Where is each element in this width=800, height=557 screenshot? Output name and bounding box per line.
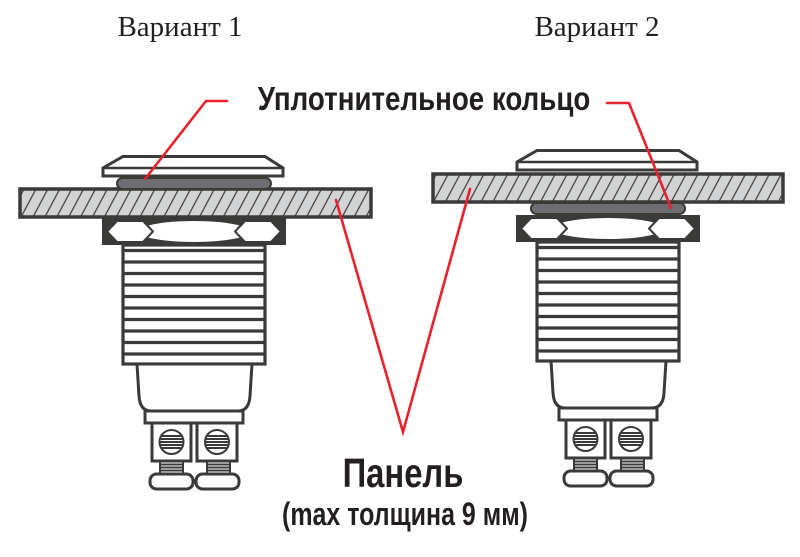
variant1-button-body <box>100 216 288 491</box>
sealing-ring-label: Уплотнительное кольцо <box>257 80 591 117</box>
panel-leader-v <box>334 187 472 437</box>
variant2-button-cap <box>515 149 699 172</box>
variant2-drawing <box>431 149 785 488</box>
variant1-drawing <box>18 155 373 491</box>
variant1-button-cap <box>101 155 285 178</box>
panel-label: Панель <box>342 450 464 496</box>
sealing-ring-leader-right <box>605 101 673 210</box>
panel-thickness-note: (max толщина 9 мм) <box>282 496 528 532</box>
variant1-sealing-ring <box>116 177 272 190</box>
variant2-panel <box>431 172 785 204</box>
sealing-ring-leader-left <box>143 99 229 181</box>
variant1-panel <box>18 187 373 219</box>
variant2-sealing-ring <box>530 202 686 215</box>
variant2-button-body <box>514 213 702 488</box>
variant1-title: Вариант 1 <box>117 11 243 43</box>
variant2-title: Вариант 2 <box>534 11 660 43</box>
